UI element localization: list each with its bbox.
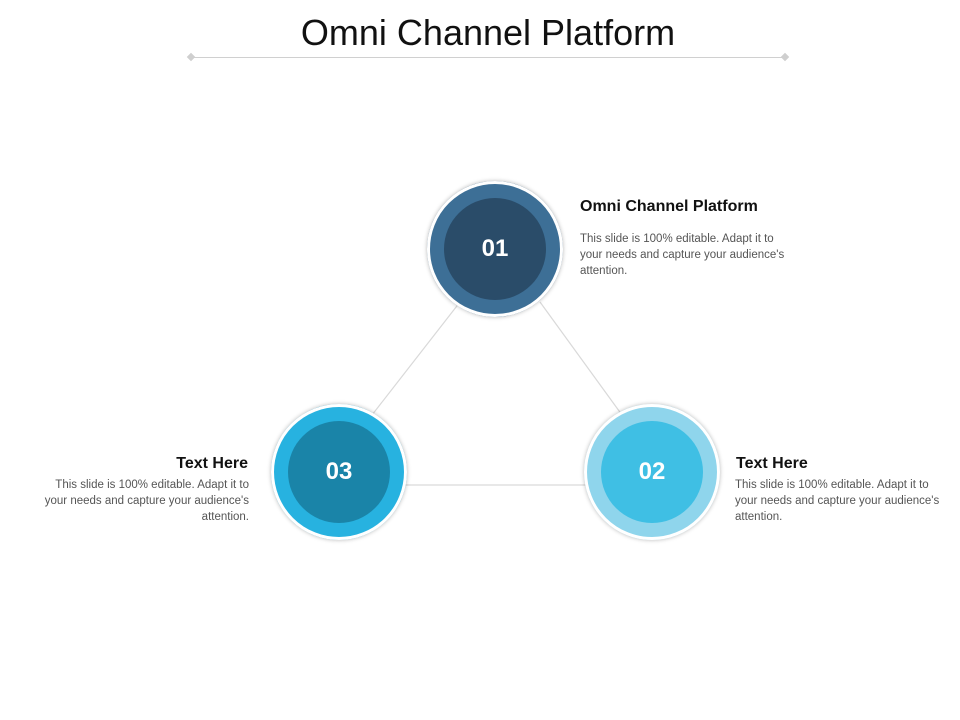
- connector-01-03: [371, 301, 461, 416]
- node-03-halo: [271, 404, 407, 540]
- node-01-heading: Omni Channel Platform: [580, 198, 758, 215]
- node-01-core: 01: [444, 198, 546, 300]
- node-02-halo: [584, 404, 720, 540]
- node-02-core: 02: [601, 421, 703, 523]
- node-01-halo: [427, 181, 563, 317]
- connector-01-02: [539, 301, 623, 416]
- title-divider: [191, 57, 785, 58]
- node-01-description: This slide is 100% editable. Adapt it to…: [580, 233, 785, 277]
- node-03: 03: [271, 404, 407, 540]
- node-01: 01: [427, 181, 563, 317]
- node-03-number: 03: [325, 458, 353, 485]
- node-02-number: 02: [638, 458, 666, 485]
- node-02-description: This slide is 100% editable. Adapt it to…: [735, 479, 940, 523]
- slide-title: Omni Channel Platform: [300, 12, 676, 53]
- node-02: 02: [584, 404, 720, 540]
- node-01-number: 01: [481, 235, 509, 262]
- node-03-core: 03: [288, 421, 390, 523]
- node-02-heading: Text Here: [736, 455, 808, 472]
- node-03-description: This slide is 100% editable. Adapt it to…: [44, 479, 249, 523]
- node-03-heading: Text Here: [176, 455, 248, 472]
